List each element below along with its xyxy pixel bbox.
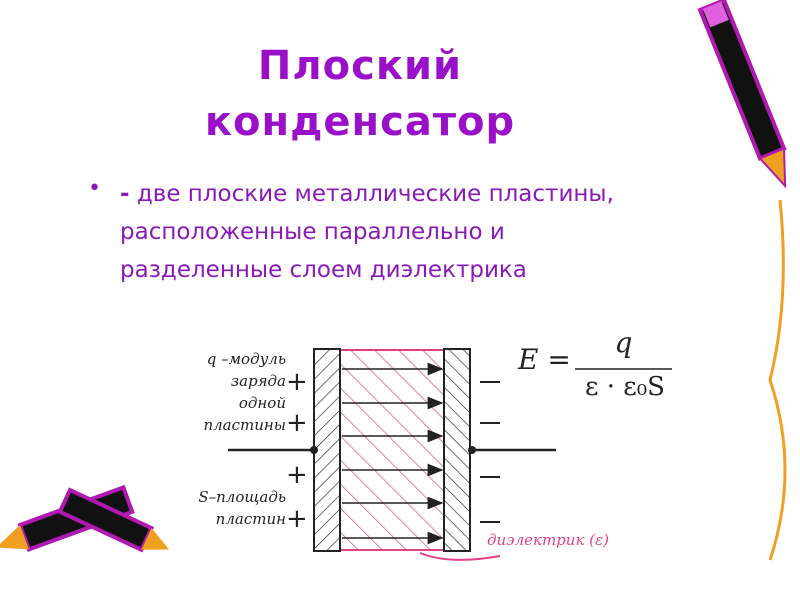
title-line-2: конденсатор <box>204 99 516 145</box>
svg-text:+: + <box>286 367 308 397</box>
negative-plate <box>443 348 471 552</box>
label-charge: q –модуль заряда одной пластины <box>176 348 286 436</box>
minus-signs <box>480 381 500 523</box>
label-line: пластин <box>215 510 286 528</box>
title-line-1: Плоский <box>257 43 463 89</box>
definition-text: две плоские металлические пластины, расп… <box>120 181 614 283</box>
formula-lhs: E = <box>518 343 571 376</box>
dielectric-label: диэлектрик (ε) <box>487 531 609 549</box>
pencil-icon <box>57 487 170 553</box>
formula-numerator: q <box>614 326 633 359</box>
svg-text:+: + <box>286 504 308 534</box>
formula-denominator: ε · ε₀S <box>585 372 665 402</box>
svg-text:+: + <box>286 460 308 490</box>
bullet-icon: • <box>88 176 101 201</box>
plus-signs: + + + + <box>286 367 308 534</box>
dielectric <box>340 350 444 550</box>
bullet-dash: - <box>120 181 130 207</box>
label-area: S–площадь пластин <box>176 486 286 530</box>
field-lines <box>342 362 444 545</box>
label-line: заряда <box>230 372 286 390</box>
label-line: q –модуль <box>206 350 286 368</box>
bullet-text: - две плоские металлические пластины, ра… <box>120 175 640 289</box>
positive-plate <box>313 348 341 552</box>
svg-text:+: + <box>286 408 308 438</box>
label-line: одной <box>238 394 286 412</box>
slide-title: Плоский конденсатор <box>150 38 570 150</box>
label-line: S–площадь <box>198 488 286 506</box>
pencil-icon <box>697 0 787 189</box>
label-line: пластины <box>203 416 286 434</box>
